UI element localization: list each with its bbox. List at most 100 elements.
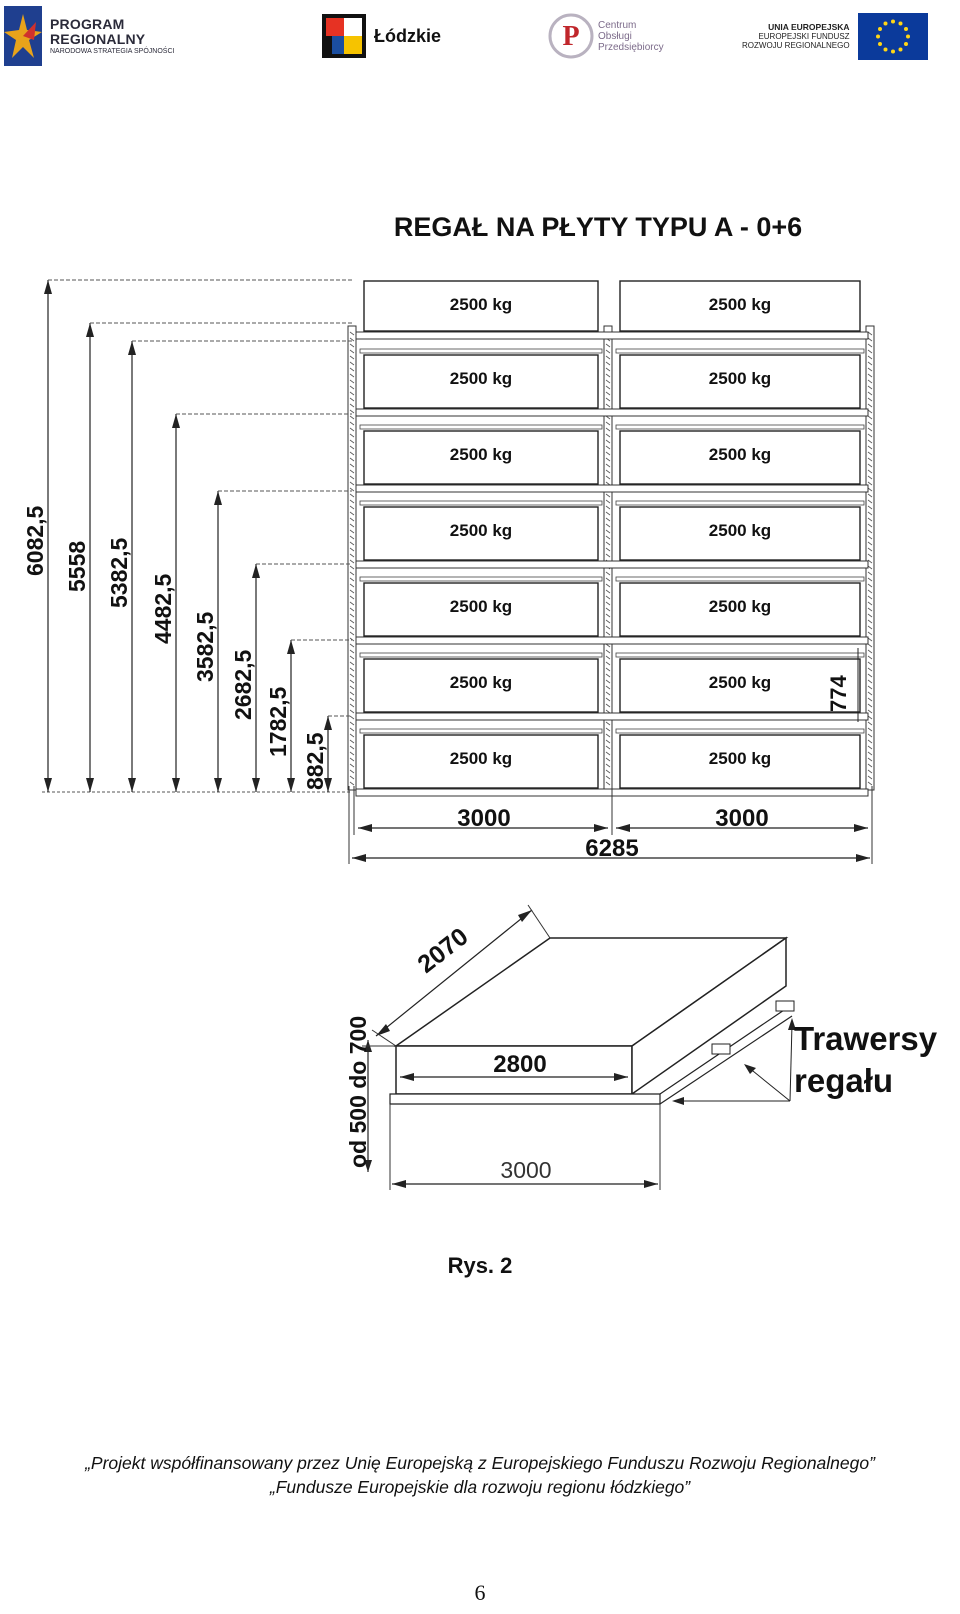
ue-line3: ROZWOJU REGIONALNEGO [742,40,850,50]
footer-line2: „Fundusze Europejskie dla rozwoju region… [269,1477,691,1497]
lodzkie-logo: Łódzkie [322,6,457,66]
shelf-beam [355,484,869,493]
footer-line1: „Projekt współfinansowany przez Unię Eur… [85,1453,875,1473]
load-box [363,734,599,789]
lodzkie-emblem-icon [322,14,366,58]
level-spacing-label: 774 [826,675,851,712]
load-box [619,430,861,485]
load-capacity-label: 2500 kg [450,369,512,388]
load-capacity-label: 2500 kg [450,295,512,314]
shelf-beam [355,560,869,569]
shelf-beam [355,636,869,645]
height-dimensions: 6082,5 5558 5382,5 4482,5 3582,5 2682,5 1782,5… [22,279,352,793]
cop-line2: Obsługi [598,30,632,42]
eu-star-icon [890,49,895,53]
eu-star-icon [875,34,880,38]
footer: „Projekt współfinansowany przez Unię Eur… [0,1451,960,1499]
load-box [363,582,599,637]
cop-circle-icon: P [548,13,594,59]
load-capacity-label: 2500 kg [709,521,771,540]
plate-gap-label: od 500 do 700 [345,1016,371,1168]
centrum-obslugi-logo: P Centrum Obsługi Przedsiębiorcy [548,6,666,66]
load-box [363,658,599,713]
rack-shelves: 2500 kg 2500 kg 2500 kg 2500 kg 2500 kg 2500 … [355,280,869,797]
cop-line3: Przedsiębiorcy [598,41,664,53]
eu-star-icon [903,41,908,46]
beams-label-line1: Trawersy [794,1020,938,1057]
eu-star-icon [877,26,882,31]
load-capacity-label: 2500 kg [709,597,771,616]
level-spacing-dimension: 774 [826,648,859,722]
figure-caption: Rys. 2 [447,1253,513,1278]
load-box [619,280,861,332]
height-dimension-label: 5558 [64,541,90,592]
load-box [619,658,861,713]
rack-upright [347,325,357,791]
load-box [363,280,599,332]
bay-width-left-label: 3000 [457,805,510,832]
beams-label-line2: regału [794,1062,893,1099]
eu-flag-icon [857,12,928,60]
bay-width-right-label: 3000 [715,805,768,832]
load-capacity-label: 2500 kg [450,673,512,692]
base-width-label: 3000 [500,1157,551,1183]
plate-depth-label: 2070 [412,922,473,978]
load-box [619,734,861,789]
load-capacity-label: 2500 kg [450,445,512,464]
load-box [363,430,599,485]
load-box [619,354,861,409]
plate-diagram: 2070 2800 od 500 do 700 3000 Trawersy re… [345,904,938,1190]
plate-length-label: 2800 [493,1051,546,1078]
load-capacity-label: 2500 kg [450,597,512,616]
page-number: 6 [474,1580,486,1605]
load-capacity-label: 2500 kg [709,295,771,314]
drawing-title: REGAŁ NA PŁYTY TYPU A - 0+6 [394,212,802,242]
height-dimension-label: 3582,5 [192,611,218,682]
eu-star-icon [898,21,903,26]
eu-star-icon [890,19,895,23]
height-dimension-label: 5382,5 [106,537,132,608]
height-dimension-label: 4482,5 [150,573,176,644]
eu-star-icon [905,34,910,38]
program-line1: PROGRAM [50,15,125,32]
program-star-icon [4,6,42,66]
load-capacity-label: 2500 kg [709,369,771,388]
shelf-beam [355,331,869,340]
ue-line2: EUROPEJSKI FUNDUSZ [758,31,850,41]
cop-line1: Centrum [598,19,637,31]
shelf-beam [355,408,869,417]
eu-star-icon [898,46,903,51]
eu-star-icon [903,26,908,31]
load-capacity-label: 2500 kg [450,749,512,768]
ue-line1-text: UNIA EUROPEJSKA [768,21,850,32]
height-dimension-label: 1782,5 [265,686,291,757]
program-line3: NARODOWA STRATEGIA SPÓJNOŚCI [50,47,175,55]
rack-upright [865,325,875,791]
load-capacity-label: 2500 kg [709,749,771,768]
eu-star-icon [877,41,882,46]
eu-star-icon [883,21,888,26]
ue-line1: UNIA EUROPEJSKA [742,21,850,32]
header-logo-bar: PROGRAM REGIONALNY NARODOWA STRATEGIA SP… [0,0,960,70]
eu-star-icon [883,46,888,51]
program-line2: REGIONALNY [50,30,146,47]
svg-text:P: P [562,21,579,52]
rack-uprights [347,325,875,791]
load-box [363,506,599,561]
eu-logo: UNIA EUROPEJSKA EUROPEJSKI FUNDUSZ ROZWO… [742,6,942,66]
program-regionalny-logo: PROGRAM REGIONALNY NARODOWA STRATEGIA SP… [4,6,194,66]
load-box [363,354,599,409]
load-capacity-label: 2500 kg [709,673,771,692]
width-dimensions: 3000 3000 6285 [348,786,873,864]
load-capacity-label: 2500 kg [709,445,771,464]
height-dimension-label: 2682,5 [230,649,256,720]
height-dimension-label: 882,5 [302,732,328,790]
total-width-label: 6285 [585,835,638,862]
lodzkie-name: Łódzkie [374,25,442,46]
shelf-beam [355,712,869,721]
load-box [619,582,861,637]
load-capacity-label: 2500 kg [450,521,512,540]
height-dimension-label: 6082,5 [22,505,48,576]
load-box [619,506,861,561]
